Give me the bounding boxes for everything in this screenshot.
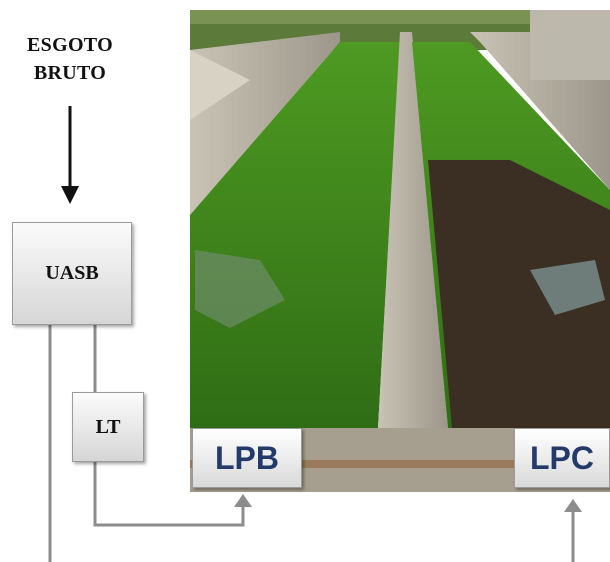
right-structure — [530, 10, 610, 80]
left-pond-reflection — [195, 250, 285, 328]
input-label-line1: ESGOTO — [27, 34, 113, 56]
input-arrowhead — [61, 186, 79, 204]
left-bank — [190, 50, 250, 120]
central-divider — [378, 32, 448, 428]
left-pond-water — [190, 42, 400, 428]
hedge — [190, 10, 610, 24]
pipe — [190, 460, 610, 468]
uasb-reactor-box: UASB — [12, 222, 132, 325]
lpc-arrowhead — [564, 499, 582, 512]
right-pond-reflection — [530, 260, 605, 315]
lpc-label: LPC — [514, 428, 610, 488]
lpb-label: LPB — [192, 428, 302, 488]
input-label-line2: BRUTO — [33, 62, 107, 84]
ponds-photo — [190, 10, 610, 492]
lt-tank-box: LT — [72, 392, 144, 462]
lpb-arrowhead — [234, 494, 252, 507]
right-pond-leaf-litter — [428, 160, 610, 428]
